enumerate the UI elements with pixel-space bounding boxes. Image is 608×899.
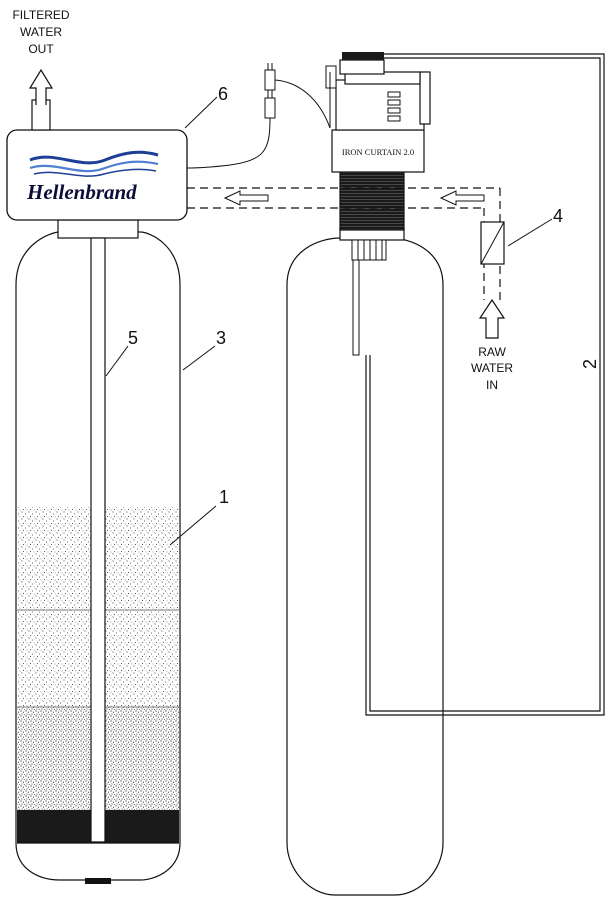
valve-adapter [339, 169, 405, 261]
filtered-water-outlet [28, 68, 54, 131]
callout-1: 1 [169, 487, 229, 546]
callout-2: 2 [580, 359, 600, 369]
svg-text:WATER: WATER [471, 361, 513, 375]
callout-4: 4 [507, 206, 563, 247]
callout-3: 3 [182, 328, 226, 371]
left-filter-tank [15, 219, 181, 881]
svg-text:FILTERED: FILTERED [12, 8, 69, 22]
distributor-tube [90, 237, 106, 843]
brand-wave-light [29, 160, 159, 173]
svg-text:WATER: WATER [20, 25, 62, 39]
valve-label: IRON CURTAIN 2.0 [342, 147, 414, 157]
right-air-tank [286, 237, 444, 896]
callout-5: 5 [105, 328, 138, 377]
power-cord [186, 63, 331, 169]
svg-text:6: 6 [218, 84, 228, 104]
svg-text:4: 4 [553, 206, 563, 226]
left-control-head: Hellenbrand [6, 129, 188, 221]
air-line [365, 53, 605, 716]
flow-arrow-to-left [223, 190, 269, 206]
svg-text:OUT: OUT [28, 42, 54, 56]
svg-text:5: 5 [128, 328, 138, 348]
air-draw-tube [352, 259, 360, 356]
flow-arrow-to-right-tank [439, 190, 485, 206]
inlet-check-valve [480, 221, 505, 265]
brand-name: Hellenbrand [26, 180, 137, 204]
raw-water-inlet-arrow [478, 298, 506, 339]
brand-wave-dark [29, 150, 159, 165]
svg-text:RAW: RAW [478, 345, 506, 359]
filtered-water-out-label: FILTERED WATER OUT [12, 8, 69, 56]
iron-curtain-valve: IRON CURTAIN 2.0 [325, 52, 431, 173]
svg-text:1: 1 [219, 487, 229, 507]
svg-text:IN: IN [486, 378, 498, 392]
callout-6: 6 [184, 84, 228, 129]
svg-text:3: 3 [216, 328, 226, 348]
svg-text:2: 2 [580, 359, 600, 369]
raw-water-in-label: RAW WATER IN [471, 345, 513, 392]
